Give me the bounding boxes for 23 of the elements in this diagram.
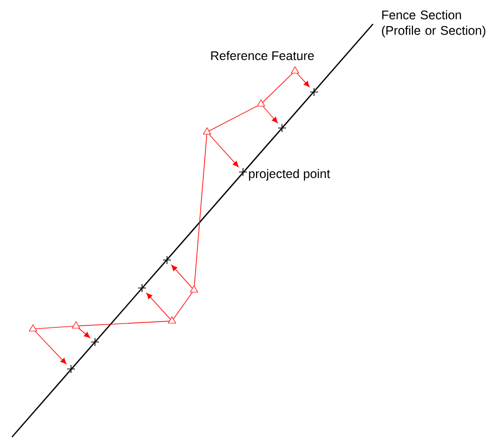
arrow xyxy=(208,134,239,168)
cross-mark xyxy=(238,168,248,176)
line-segment xyxy=(208,106,258,132)
cross-mark xyxy=(278,124,286,132)
arrow xyxy=(296,73,310,88)
arrow xyxy=(262,106,278,124)
line-segment xyxy=(194,134,208,286)
line-segment xyxy=(35,326,74,330)
arrow xyxy=(78,328,90,338)
point-label: projected point xyxy=(249,168,330,181)
cross-mark xyxy=(138,284,146,292)
line-segment xyxy=(78,320,170,326)
line-label: Reference Feature xyxy=(211,50,314,60)
cross-mark xyxy=(90,338,100,346)
arrow xyxy=(146,292,171,320)
cross-mark xyxy=(310,88,318,96)
arrow xyxy=(34,331,66,364)
line-label: Fence Section (Profile or Section) xyxy=(382,10,486,38)
line-segment xyxy=(262,73,293,103)
cross-mark xyxy=(66,364,76,374)
cross-mark xyxy=(162,256,172,264)
arrow xyxy=(171,264,193,288)
line-segment xyxy=(173,292,193,320)
